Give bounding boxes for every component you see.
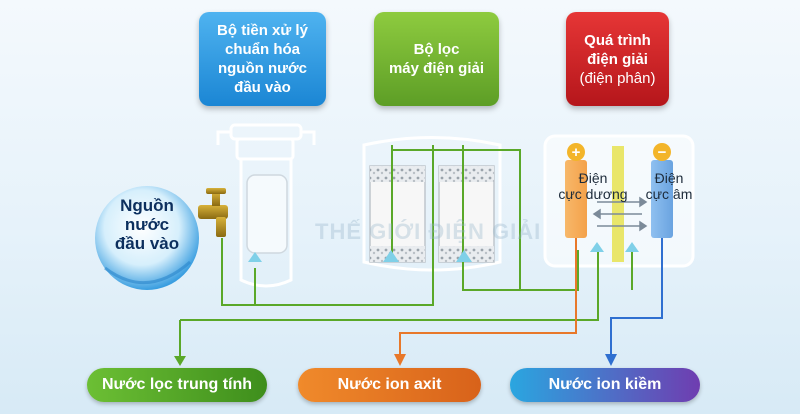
neutral-flow-lines <box>179 145 633 360</box>
source-line-2: nước <box>124 215 170 234</box>
anode-label-line-1: Điện <box>578 170 608 186</box>
electrolysis-line-1: Quá trình <box>584 31 651 49</box>
anode-sign: + <box>572 144 581 161</box>
filter-line-2: máy điện giải <box>388 60 485 77</box>
cathode-sign-badge <box>653 143 671 161</box>
cathode-sign: − <box>658 144 667 161</box>
electrolysis-stage-box: Quá trình điện giải (điện phân) <box>566 12 669 106</box>
pretreatment-line-2: chuẩn hóa <box>224 41 300 58</box>
acid-flow-line <box>399 238 577 358</box>
water-source-drop <box>95 186 199 290</box>
membrane <box>612 146 624 262</box>
watermark: THẾ GIỚI ĐIỆN GIẢI <box>315 219 542 244</box>
anode-label-line-2: cực dương <box>558 186 628 202</box>
filter-line-1: Bộ lọc <box>413 41 460 58</box>
pretreatment-stage-box: Bộ tiền xử lý chuẩn hóa nguồn nước đầu v… <box>199 12 326 106</box>
cathode-plate <box>651 160 673 238</box>
pretreatment-line-3: nguồn nước <box>217 60 307 77</box>
ion-arrows <box>592 196 648 232</box>
source-line-3: đầu vào <box>114 234 180 253</box>
pretreatment-line-1: Bộ tiền xử lý <box>217 22 308 39</box>
cathode-label-line-2: cực âm <box>645 186 693 202</box>
faucet-icon <box>198 188 228 237</box>
acid-water-output: Nước ion axit <box>298 368 481 402</box>
cathode-label: Điện cực âm <box>642 170 696 202</box>
filter-stage-box: Bộ lọc máy điện giải <box>374 12 499 106</box>
water-source-label: Nguồn nước đầu vào <box>97 196 197 253</box>
flow-arrowheads <box>248 242 639 262</box>
pretreatment-cartridge <box>246 174 288 254</box>
pretreatment-line-4: đầu vào <box>234 79 291 96</box>
anode-sign-badge <box>567 143 585 161</box>
main-filter-housing <box>362 136 502 272</box>
source-line-1: Nguồn <box>120 196 174 215</box>
anode-plate <box>565 160 587 238</box>
alkaline-water-output: Nước ion kiềm <box>510 368 700 402</box>
electrolysis-line-3: (điện phân) <box>579 69 656 87</box>
cathode-label-line-1: Điện <box>654 170 684 186</box>
anode-label: Điện cực dương <box>557 170 629 202</box>
pretreatment-filter-icon <box>216 123 316 288</box>
neutral-water-output: Nước lọc trung tính <box>87 368 267 402</box>
electrolysis-line-2: điện giải <box>587 50 648 68</box>
alkaline-flow-line <box>610 238 663 358</box>
